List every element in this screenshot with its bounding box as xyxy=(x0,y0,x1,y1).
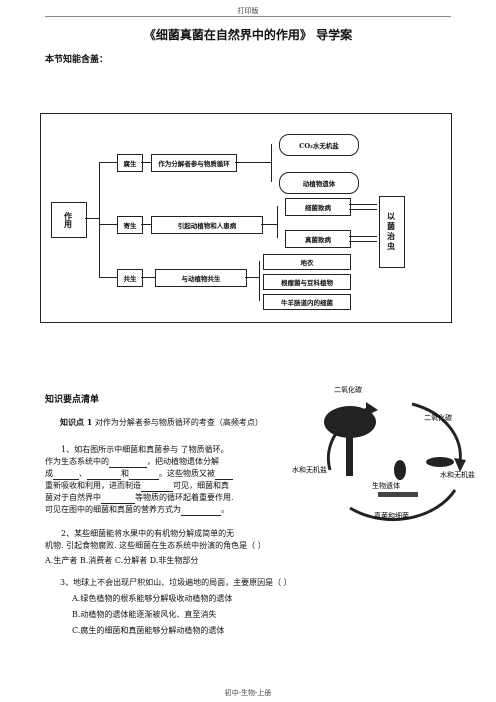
branch-3-line xyxy=(99,277,117,278)
answer-blank[interactable] xyxy=(53,469,79,480)
q1-line: 成 、 和 。这些物质又被 xyxy=(45,468,295,480)
question-3: 3、地球上不会出现尸积如山、垃圾遍地的局面，主要原因是（ ） A.绿色植物的根系… xyxy=(60,575,480,639)
q1-line: 菌对于自然界中 等物质的循环起着重要作用. xyxy=(45,492,295,504)
answer-blank[interactable] xyxy=(141,481,173,492)
branch-vertical xyxy=(99,162,100,277)
branch-1-out xyxy=(235,162,271,163)
right-box: 以菌治虫 xyxy=(379,196,405,268)
print-label: 打印版 xyxy=(237,7,259,15)
arrow-to-right xyxy=(349,236,377,242)
answer-blank[interactable] xyxy=(181,505,221,516)
q1-line: 重新吸收和利用，进而制造 可见，细菌和真 xyxy=(45,480,295,492)
page-title: 《细菌真菌在自然界中的作用》 导学案 xyxy=(143,28,353,42)
fig-label: 二氧化碳 xyxy=(334,385,362,394)
output-box: 真菌致病 xyxy=(285,230,351,248)
q1-text: 可见，细菌和真 xyxy=(173,481,229,490)
q1-text: 和 xyxy=(121,469,129,478)
question-2: 2、某些细菌能将水果中的有机物分解成简单的无 机物. 引起食物腐败. 这些细菌在… xyxy=(45,528,465,567)
branch-type-box: 寄生 xyxy=(117,216,143,234)
knowledge-point-1: 知识点 1 对作为分解者参与物质循环的考查（高频考点） xyxy=(60,416,290,429)
branch-1-link xyxy=(141,162,151,163)
q1-line: 可见在图中的细菌和真菌的营养方式为 。 xyxy=(45,504,295,516)
branch-2-split xyxy=(277,206,278,238)
output-box: 细菌致病 xyxy=(285,198,351,216)
q3-option-b[interactable]: B.动植物的遗体能逐渐被风化、直至消失 xyxy=(72,610,217,619)
fungi-icon xyxy=(426,457,454,467)
branch-1-line xyxy=(99,162,117,163)
fig-label: 水和无机盐 xyxy=(440,470,475,479)
nutrient-cycle-figure: 二氧化碳 二氧化碳 水和无机盐 水和无机盐 生物遗体 真菌和细菌 xyxy=(292,385,475,522)
arrow-head xyxy=(454,458,466,472)
q3-option-a[interactable]: A.绿色植物的根系能够分解吸收动植物的遗体 xyxy=(72,594,233,603)
cycle-arrow xyxy=(411,402,462,463)
branch-3-split xyxy=(259,261,260,301)
q1-text: 菌对于自然界中 xyxy=(45,493,101,502)
tree-icon xyxy=(324,406,376,438)
branch-3-out xyxy=(245,277,259,278)
q1-text: ，把动植物遗体分解 xyxy=(147,457,219,466)
branch-2-line xyxy=(99,224,117,225)
diagram-root-label: 作用 xyxy=(63,212,74,228)
fig-label: 水和无机盐 xyxy=(292,465,327,474)
cycle-arrow xyxy=(349,489,457,522)
branch-type-box: 腐生 xyxy=(117,154,143,172)
q2-options: A.生产者 B.消费者 C.分解者 D.非生物部分 xyxy=(45,556,199,565)
remains-icon xyxy=(378,492,418,497)
answer-blank[interactable] xyxy=(101,493,135,504)
footer-label: 初中-生物-上册 xyxy=(224,689,272,697)
section-knowledge-heading: 知识要点清单 xyxy=(45,395,100,405)
branch-type-box: 共生 xyxy=(117,269,143,287)
q1-text: 作为生态系统中的 xyxy=(45,457,109,466)
q1-text: 成 xyxy=(45,469,53,478)
arrow-to-right xyxy=(349,204,377,210)
q1-line: 作为生态系统中的 ，把动植物遗体分解 xyxy=(45,456,295,468)
output-box: 牛羊肠道内的细菌 xyxy=(263,294,351,310)
branch-desc-box: 作为分解者参与物质循环 xyxy=(151,154,237,172)
tree-trunk-icon xyxy=(346,436,353,476)
branch-2-out xyxy=(261,224,277,225)
branch-1-split xyxy=(271,144,272,182)
q1-text: 。这些物质又被 xyxy=(159,469,215,478)
q1-text: 可见在图中的细菌和真菌的营养方式为 xyxy=(45,505,181,514)
output-oval: CO₂水无机盐 xyxy=(279,134,359,156)
diagram-root-box: 作用 xyxy=(51,202,87,238)
q1-text: 。 xyxy=(221,505,229,514)
kp1-label: 知识点 1 xyxy=(60,417,93,427)
answer-blank[interactable] xyxy=(129,469,159,480)
q3-option-c[interactable]: C.腐生的细菌和真菌能够分解动植物的遗体 xyxy=(72,626,225,635)
answer-blank[interactable] xyxy=(215,469,233,480)
fig-label: 生物遗体 xyxy=(372,481,400,490)
q1-line: 1、如右图所示中细菌和真菌参与 了物质循环。 xyxy=(61,445,229,454)
header-rule xyxy=(45,16,451,17)
q1-text: 等物质的循环起着重要作用. xyxy=(135,493,234,502)
rabbit-icon xyxy=(394,460,406,480)
answer-blank[interactable] xyxy=(109,457,147,468)
answer-blank[interactable] xyxy=(87,469,121,480)
fig-label: 二氧化碳 xyxy=(424,413,452,422)
q2-line: 机物. 引起食物腐败. 这些细菌在生态系统中扮演的角色是（ ） xyxy=(45,541,266,550)
branch-desc-box: 引起动植物和人患病 xyxy=(151,216,263,234)
q3-stem: 3、地球上不会出现尸积如山、垃圾遍地的局面，主要原因是（ ） xyxy=(60,578,292,587)
fig-label: 真菌和细菌 xyxy=(374,511,409,520)
branch-2-link xyxy=(141,224,151,225)
section-coverage-heading: 本节知能含盖： xyxy=(45,55,109,65)
question-1: 1、如右图所示中细菌和真菌参与 了物质循环。 作为生态系统中的 ，把动植物遗体分解… xyxy=(45,444,295,516)
branch-desc-box: 与动植物共生 xyxy=(155,269,247,287)
branch-3-link xyxy=(141,277,155,278)
output-oval: 动植物遗体 xyxy=(279,172,359,194)
output-box: 地衣 xyxy=(263,254,351,270)
output-box: 根瘤菌与豆科植物 xyxy=(263,274,351,290)
kp1-text: 对作为分解者参与物质循环的考查（高频考点） xyxy=(94,418,263,427)
concept-diagram: 作用 腐生 作为分解者参与物质循环 CO₂水无机盐 动植物遗体 寄生 引起动植物… xyxy=(40,113,452,323)
q1-text: 重新吸收和利用，进而制造 xyxy=(45,481,141,490)
q2-line: 2、某些细菌能将水果中的有机物分解成简单的无 xyxy=(61,529,235,538)
q1-text: 、 xyxy=(79,469,87,478)
right-box-label: 以菌治虫 xyxy=(386,212,397,252)
trunk-line xyxy=(85,218,99,219)
